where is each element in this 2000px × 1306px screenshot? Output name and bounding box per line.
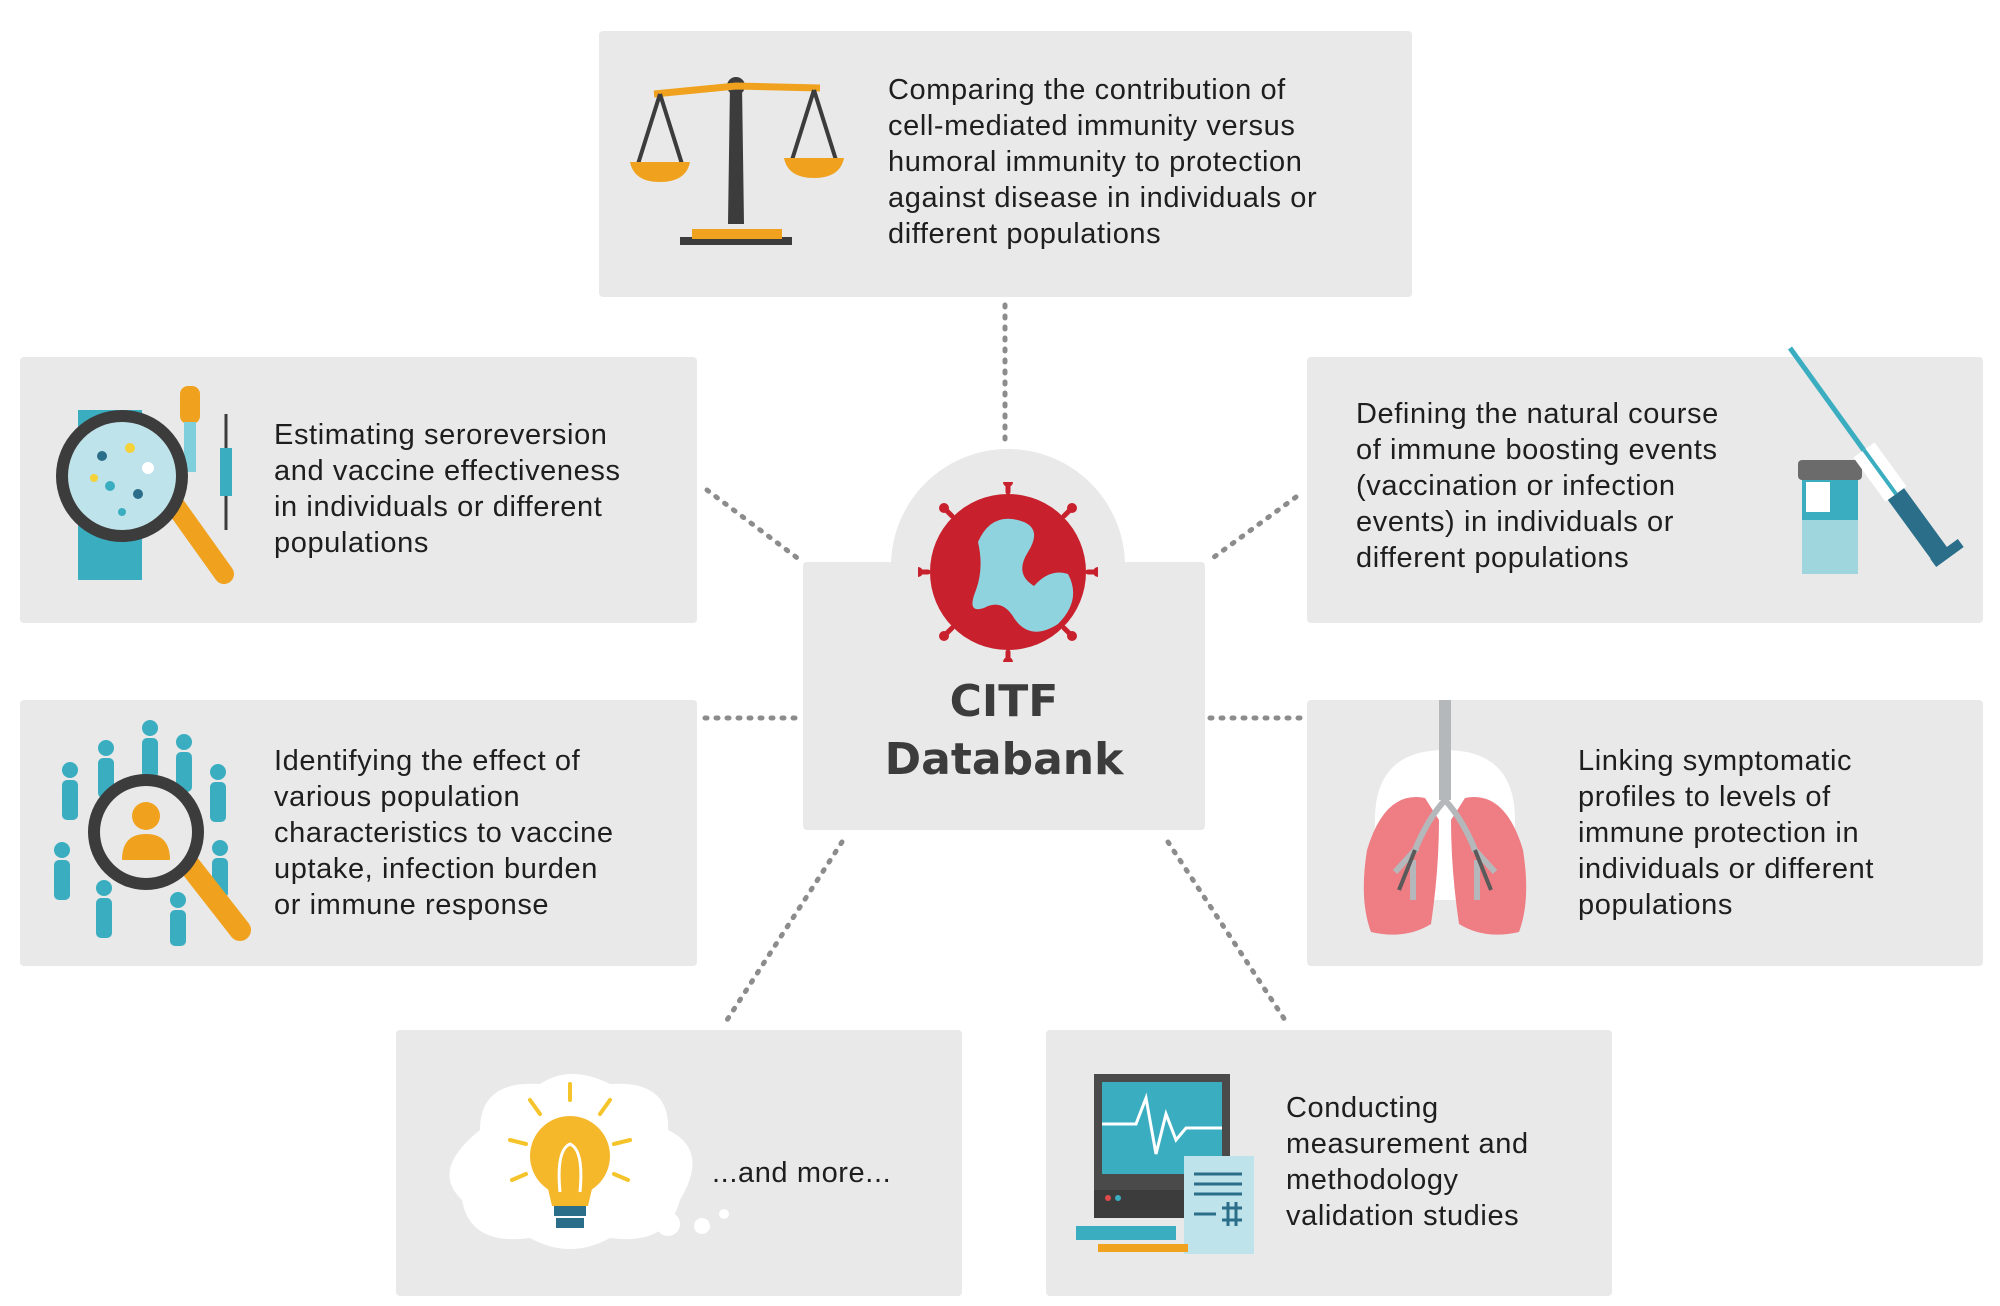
card-top-text: Comparing the contribution of cell-media… [888,74,1318,250]
monitor-report-icon [1076,1074,1254,1254]
connector-left-upper [704,487,803,563]
connector-right-upper [1207,494,1299,563]
population-magnifier-icon [54,720,251,946]
card-bottom-right-text: Conducting measurement and methodology v… [1286,1092,1529,1232]
card-right-lower-text: Linking symptomatic profiles to levels o… [1578,745,1874,921]
card-left-upper-text: Estimating seroreversion and vaccine eff… [274,419,621,559]
lungs-icon [1363,700,1527,935]
center-title-line1: CITF [949,676,1059,727]
center-title-line2: Databank [884,734,1124,785]
virus-logo-icon [918,482,1098,662]
card-right-upper-text: Defining the natural course of immune bo… [1356,398,1719,574]
connector-bottom-right [1165,839,1288,1023]
magnifier-sample-icon [56,386,234,584]
connector-bottom-left [724,839,845,1023]
lightbulb-idea-icon [449,1074,729,1249]
syringe-vial-icon [1787,346,1964,574]
card-bottom-left-text: ...and more... [712,1157,892,1189]
card-left-lower-text: Identifying the effect of various popula… [274,745,614,921]
balance-scale-icon [630,77,844,245]
card-right-upper [1307,357,1983,623]
